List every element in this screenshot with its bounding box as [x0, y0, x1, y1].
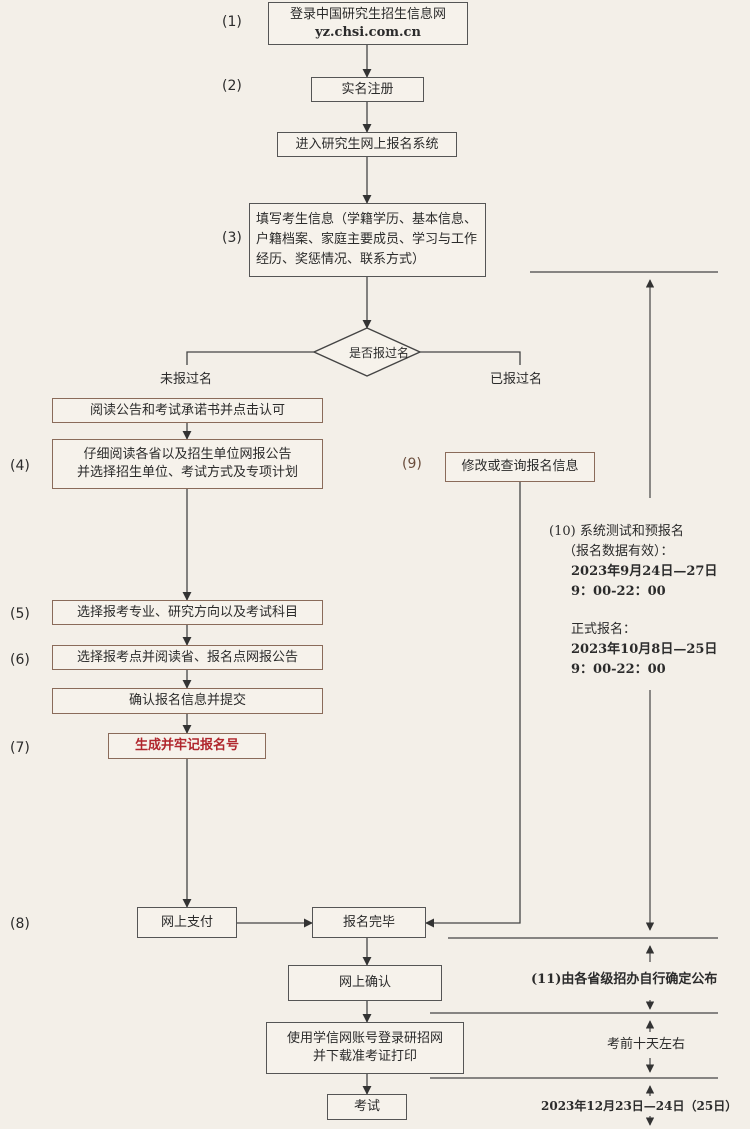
- box-login-line2: yz.chsi.com.cn: [315, 24, 421, 40]
- box-print-ticket-line1: 使用学信网账号登录研招网: [286, 1031, 443, 1046]
- side-ten-days: 考前十天左右: [607, 1035, 686, 1055]
- decision-diamond: [312, 327, 422, 377]
- box-read-provinces-line2: 并选择招生单位、考试方式及专项计划: [76, 465, 298, 480]
- box-confirm-submit: 确认报名信息并提交: [52, 688, 323, 714]
- pre-registration-time: 9：00-22：00: [571, 584, 666, 599]
- step-number-3: (3): [222, 230, 242, 246]
- side-exam-date: 2023年12月23日—24日（25日）: [541, 1096, 738, 1116]
- branch-no-line: [186, 351, 316, 365]
- side-registration-period: (10) 系统测试和预报名 （报名数据有效）： 2023年9月24日—27日 9…: [549, 522, 745, 680]
- step-number-5: (5): [10, 606, 30, 622]
- box-choose-major: 选择报考专业、研究方向以及考试科目: [52, 600, 323, 625]
- arrow-modify-done: [425, 482, 521, 928]
- box-login-line1: 登录中国研究生招生信息网: [289, 6, 446, 22]
- box-exam: 考试: [327, 1094, 407, 1120]
- step-number-1: (1): [222, 14, 242, 30]
- box-read-provinces-line1: 仔细阅读各省以及招生单位网报公告: [83, 447, 292, 462]
- pre-registration-sub: （报名数据有效）：: [563, 544, 674, 559]
- branch-yes-label: 已报过名: [490, 372, 543, 387]
- box-login: 登录中国研究生招生信息网 yz.chsi.com.cn: [268, 2, 468, 45]
- pre-registration-date: 2023年9月24日—27日: [571, 564, 718, 579]
- step-number-2: (2): [222, 78, 242, 94]
- step-number-10: (10): [549, 524, 576, 539]
- formal-registration-title: 正式报名：: [571, 622, 637, 637]
- decision-label: 是否报过名: [349, 346, 410, 360]
- step-number-6: (6): [10, 652, 30, 668]
- step-number-4: (4): [10, 458, 30, 474]
- box-fill-info: 填写考生信息（学籍学历、基本信息、户籍档案、家庭主要成员、学习与工作经历、奖惩情…: [249, 203, 486, 277]
- box-choose-site: 选择报考点并阅读省、报名点网报公告: [52, 645, 323, 670]
- step-number-8: (8): [10, 916, 30, 932]
- box-read-provinces: 仔细阅读各省以及招生单位网报公告 并选择招生单位、考试方式及专项计划: [52, 439, 323, 489]
- box-generate-number: 生成并牢记报名号: [108, 733, 266, 759]
- box-modify-query: 修改或查询报名信息: [445, 452, 595, 482]
- branch-yes-line: [418, 351, 521, 365]
- step-number-11: (11): [531, 972, 562, 987]
- box-online-pay: 网上支付: [137, 907, 237, 938]
- box-print-ticket: 使用学信网账号登录研招网 并下载准考证打印: [266, 1022, 464, 1074]
- branch-no-label: 未报过名: [160, 372, 213, 387]
- box-done: 报名完毕: [312, 907, 426, 938]
- pre-registration-title: 系统测试和预报名: [579, 524, 684, 539]
- formal-registration-date: 2023年10月8日—25日: [571, 642, 718, 657]
- confirm-note-text: 由各省级招办自行确定公布: [561, 972, 718, 987]
- step-number-9: (9): [402, 456, 422, 472]
- box-print-ticket-line2: 并下载准考证打印: [312, 1049, 417, 1064]
- box-register: 实名注册: [311, 77, 424, 102]
- step-number-7: (7): [10, 740, 30, 756]
- side-confirm-note: (11)由各省级招办自行确定公布: [529, 970, 720, 990]
- box-enter-system: 进入研究生网上报名系统: [277, 132, 457, 157]
- box-read-notice: 阅读公告和考试承诺书并点击认可: [52, 398, 323, 423]
- formal-registration-time: 9：00-22：00: [571, 662, 666, 677]
- box-online-confirm: 网上确认: [288, 965, 442, 1001]
